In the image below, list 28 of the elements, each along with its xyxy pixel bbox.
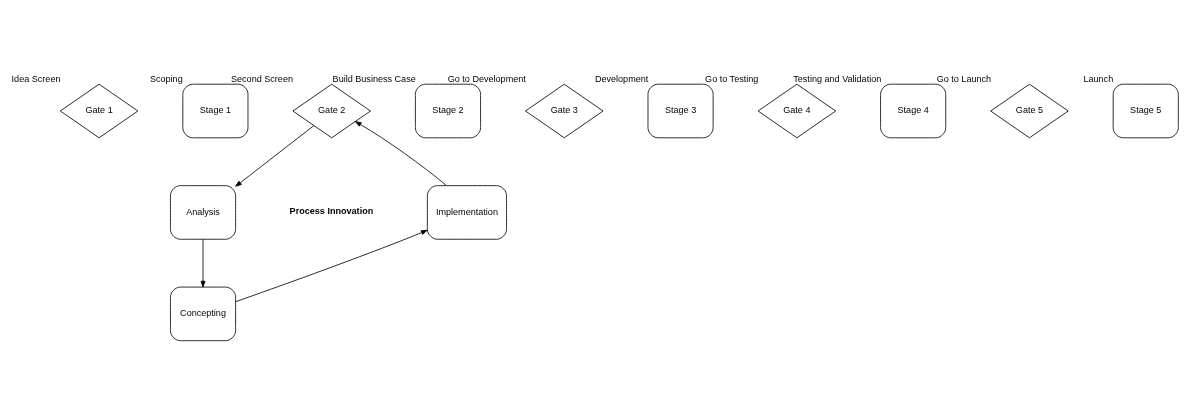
node-diamond: Gate 1 bbox=[59, 83, 139, 138]
node-label: Go to Testing bbox=[705, 73, 759, 84]
node-label: Scoping bbox=[149, 73, 183, 84]
node-label: Development bbox=[594, 73, 649, 84]
node-label: Launch bbox=[1083, 73, 1114, 84]
node-label: Go to Development bbox=[447, 73, 526, 84]
arrow bbox=[200, 238, 206, 287]
node-box: Implementation bbox=[426, 184, 507, 240]
node-box: Concepting bbox=[170, 286, 236, 341]
node-box: Analysis bbox=[170, 184, 236, 240]
node-box: Stage 5 bbox=[1112, 83, 1179, 138]
node-box: Stage 3 bbox=[647, 83, 714, 138]
arrow bbox=[235, 124, 315, 187]
node-box: Stage 1 bbox=[182, 83, 249, 138]
node-diamond: Gate 4 bbox=[757, 83, 837, 138]
node-diamond: Gate 3 bbox=[525, 83, 604, 138]
node-diamond: Gate 2 bbox=[292, 83, 371, 138]
arrow bbox=[354, 120, 447, 186]
node-box: Stage 2 bbox=[415, 83, 481, 138]
node-label: Go to Launch bbox=[936, 73, 992, 84]
node-label: Second Screen bbox=[231, 73, 293, 84]
node-label: Build Business Case bbox=[332, 73, 416, 84]
node-box: Stage 4 bbox=[880, 83, 947, 138]
node-label: Testing and Validation bbox=[793, 73, 882, 84]
node-label: Idea Screen bbox=[11, 73, 61, 84]
arrow bbox=[235, 229, 428, 302]
label: Process Innovation bbox=[289, 205, 374, 216]
node-diamond: Gate 5 bbox=[990, 83, 1069, 138]
